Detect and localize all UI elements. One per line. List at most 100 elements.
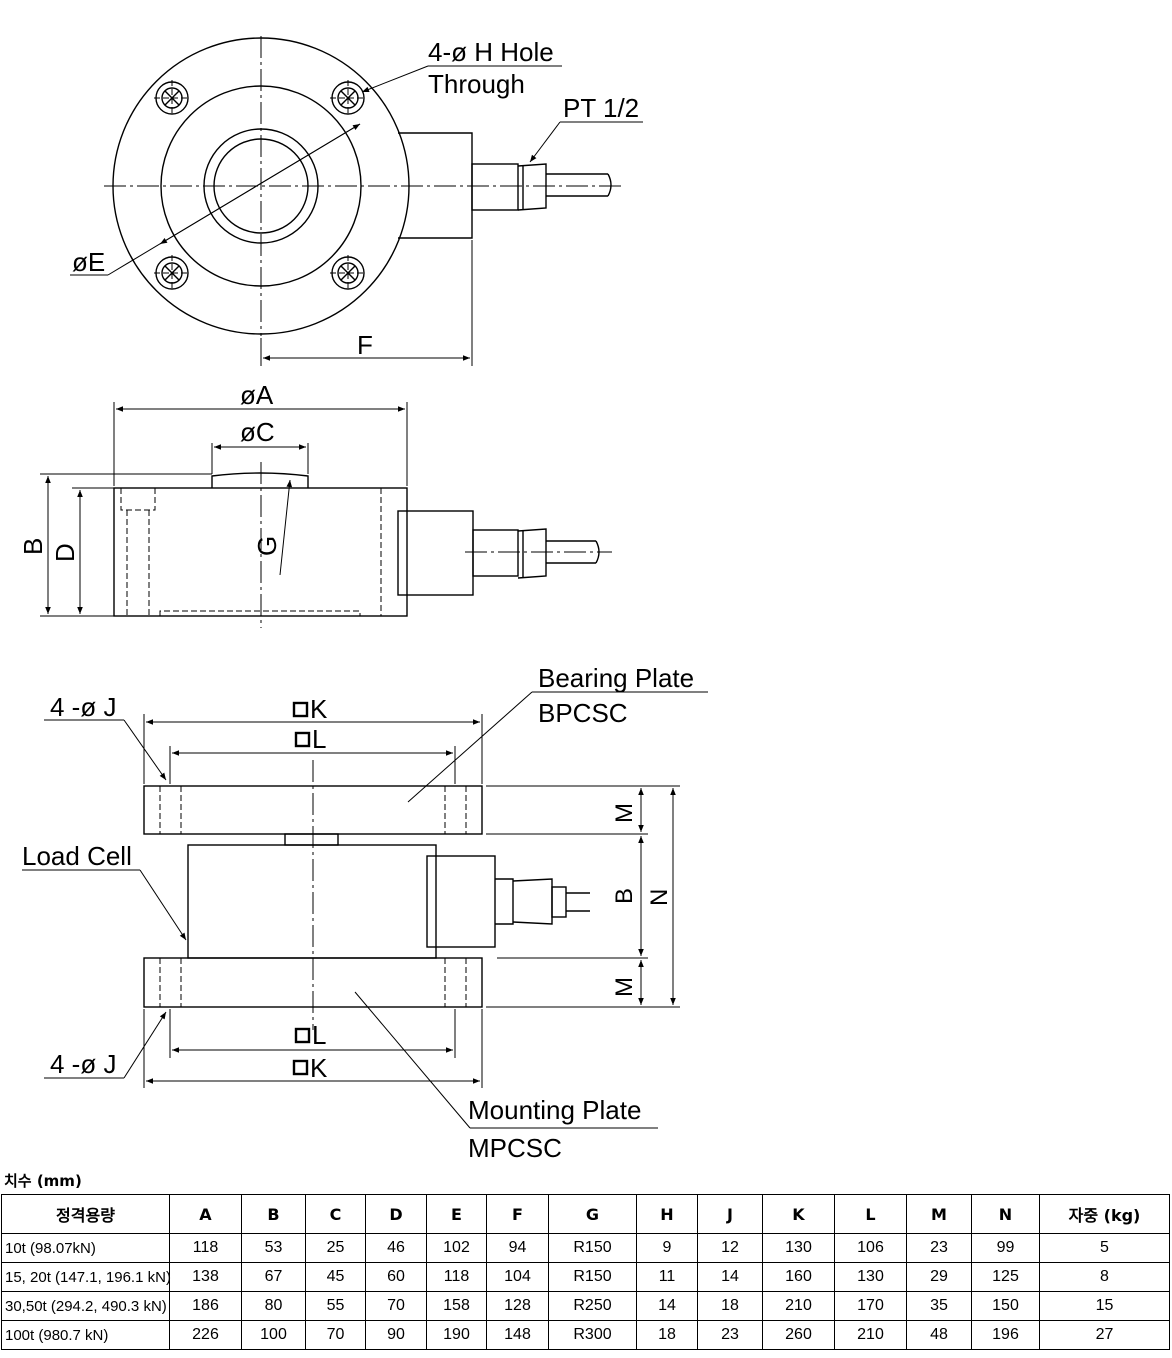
table-cell: 186 <box>169 1291 242 1321</box>
table-cell: 23 <box>697 1320 763 1350</box>
table-cell: 8 <box>1039 1262 1170 1292</box>
dim-b-label: B <box>18 538 48 555</box>
header-capacity: 정격용량 <box>1 1194 170 1234</box>
pt-label: PT 1/2 <box>563 93 639 123</box>
header-k: K <box>762 1194 835 1234</box>
table-cell: 60 <box>365 1262 427 1292</box>
table-cell: 67 <box>241 1262 306 1292</box>
table-cell: 196 <box>971 1320 1040 1350</box>
table-cell: 226 <box>169 1320 242 1350</box>
table-cell: 160 <box>762 1262 835 1292</box>
header-d: D <box>365 1194 427 1234</box>
side-connector-housing <box>397 510 474 596</box>
table-cell: 125 <box>971 1262 1040 1292</box>
table-cell: 118 <box>426 1262 487 1292</box>
dim-n-label: N <box>646 889 673 906</box>
table-cell: 150 <box>971 1291 1040 1321</box>
table-cell: 70 <box>365 1291 427 1321</box>
table-cell: 5 <box>1039 1233 1170 1263</box>
table-cell: 170 <box>834 1291 907 1321</box>
table-cell: 9 <box>636 1233 698 1263</box>
table-cell: 55 <box>305 1291 366 1321</box>
table-cell: 23 <box>906 1233 972 1263</box>
table-cell: 190 <box>426 1320 487 1350</box>
table-cell: 18 <box>697 1291 763 1321</box>
table-cell: 35 <box>906 1291 972 1321</box>
dim-m-top-label: M <box>611 803 638 823</box>
table-cell: 45 <box>305 1262 366 1292</box>
header-b: B <box>241 1194 306 1234</box>
dim-j-bottom-label: 4 -ø J <box>50 1049 116 1079</box>
header-a: A <box>169 1194 242 1234</box>
bearing-plate-label: Bearing Plate <box>538 663 694 693</box>
table-cell: 12 <box>697 1233 763 1263</box>
table-caption: 치수 (mm) <box>4 1172 82 1190</box>
dim-l-top-label: L <box>312 724 326 754</box>
hole-label: 4-ø H Hole <box>428 37 554 67</box>
table-cell: 70 <box>305 1320 366 1350</box>
through-label: Through <box>428 69 525 99</box>
top-button <box>284 833 339 846</box>
capacity-cell: 10t (98.07kN) <box>1 1233 170 1263</box>
header-f: F <box>486 1194 549 1234</box>
header-l: L <box>834 1194 907 1234</box>
dim-a-label: øA <box>240 380 274 410</box>
table-cell: 118 <box>169 1233 242 1263</box>
table-cell: 48 <box>906 1320 972 1350</box>
side-connector-nut <box>472 529 519 577</box>
assembly-load-cell <box>187 844 437 959</box>
dim-c-label: øC <box>240 417 275 447</box>
table-cell: 46 <box>365 1233 427 1263</box>
header-c: C <box>305 1194 366 1234</box>
table-cell: 102 <box>426 1233 487 1263</box>
assembly-view <box>22 691 708 1129</box>
table-cell: 148 <box>486 1320 549 1350</box>
table-cell: 14 <box>697 1262 763 1292</box>
table-cell: 25 <box>305 1233 366 1263</box>
header-h: H <box>636 1194 698 1234</box>
load-cell-label: Load Cell <box>22 841 132 871</box>
table-cell: 158 <box>426 1291 487 1321</box>
table-cell: 15 <box>1039 1291 1170 1321</box>
header-weight: 자중 (kg) <box>1039 1194 1170 1234</box>
dim-k-bottom-label: K <box>310 1053 328 1083</box>
table-cell: 94 <box>486 1233 549 1263</box>
table-cell: 130 <box>834 1262 907 1292</box>
assembly-fitting <box>512 878 553 925</box>
table-cell: 104 <box>486 1262 549 1292</box>
assembly-connector <box>426 855 496 948</box>
dim-j-top-label: 4 -ø J <box>50 692 116 722</box>
dim-k-top-label: K <box>310 694 328 724</box>
connector-nut <box>471 163 519 211</box>
top-view <box>70 36 643 366</box>
table-cell: 138 <box>169 1262 242 1292</box>
table-cell: 80 <box>241 1291 306 1321</box>
table-cell: 106 <box>834 1233 907 1263</box>
dim-b-assembly-label: B <box>611 888 638 904</box>
side-view <box>40 402 612 628</box>
capacity-cell: 30,50t (294.2, 490.3 kN) <box>1 1291 170 1321</box>
bpcsc-label: BPCSC <box>538 698 628 728</box>
table-cell: 29 <box>906 1262 972 1292</box>
dimension-table: 정격용량 A B C D E F G H J K L M N 자중 (kg) 1… <box>1 1194 1170 1350</box>
capacity-cell: 15, 20t (147.1, 196.1 kN) <box>1 1262 171 1292</box>
dim-m-bottom-label: M <box>611 977 638 997</box>
table-cell: R150 <box>548 1233 637 1263</box>
dim-g-label: G <box>252 536 282 556</box>
table-cell: 99 <box>971 1233 1040 1263</box>
dim-d-label: D <box>50 543 80 562</box>
table-cell: 128 <box>486 1291 549 1321</box>
capacity-cell: 100t (980.7 kN) <box>1 1320 170 1350</box>
table-cell: 27 <box>1039 1320 1170 1350</box>
table-cell: 210 <box>762 1291 835 1321</box>
table-cell: 130 <box>762 1233 835 1263</box>
header-n: N <box>971 1194 1040 1234</box>
table-cell: 90 <box>365 1320 427 1350</box>
table-cell: 260 <box>762 1320 835 1350</box>
table-cell: 100 <box>241 1320 306 1350</box>
pt-fitting <box>517 163 547 211</box>
